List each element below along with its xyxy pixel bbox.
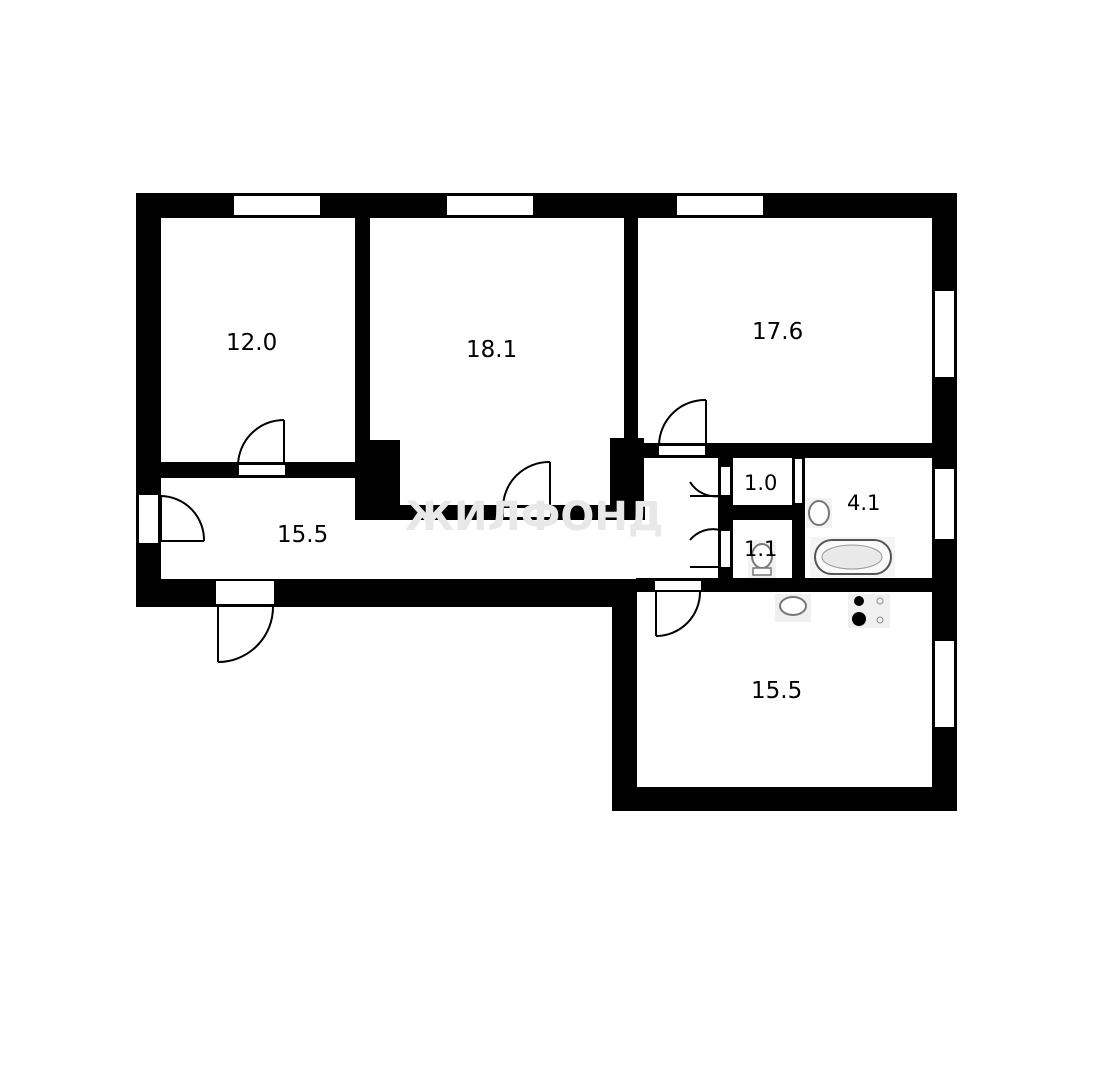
window-east-room-17 [933, 289, 956, 379]
exterior-walls [136, 193, 957, 811]
bathtub-icon [810, 537, 895, 577]
door-toilet [689, 465, 732, 498]
window-room-18 [445, 194, 535, 217]
sink-kitchen-icon [775, 594, 811, 622]
room-area-label: 17.6 [752, 319, 803, 345]
doors [160, 398, 804, 663]
door-room-17 [657, 398, 707, 457]
room-area-label: 1.0 [744, 471, 777, 495]
door-room-12 [237, 419, 287, 477]
toilet-icon [748, 540, 776, 578]
window-east-bathroom [933, 467, 956, 541]
window-east-kitchen [933, 639, 956, 729]
door-wc [689, 528, 732, 569]
door-west-hall [160, 495, 206, 542]
window-room-17 [675, 194, 765, 217]
room-area-label: 4.1 [847, 491, 880, 515]
windows [137, 194, 956, 729]
door-bathroom [793, 457, 804, 505]
room-area-label: 15.5 [751, 678, 802, 704]
sink-bathroom-icon [806, 498, 832, 528]
interior-walls [161, 216, 936, 592]
stove-icon [848, 594, 890, 628]
room-area-label: 15.5 [277, 522, 328, 548]
window-west-hall [137, 493, 160, 545]
room-labels: 12.0 18.1 17.6 15.5 1.0 1.1 4.1 15.5 [226, 319, 880, 704]
door-room-18 [501, 460, 552, 519]
fixtures [748, 498, 895, 628]
room-area-label: 1.1 [744, 537, 777, 561]
window-room-12 [232, 194, 322, 217]
door-kitchen [653, 579, 703, 637]
door-entrance [214, 579, 276, 663]
room-area-label: 18.1 [466, 337, 517, 363]
watermark: ЖИЛФОНД [405, 494, 663, 540]
room-area-label: 12.0 [226, 330, 277, 356]
